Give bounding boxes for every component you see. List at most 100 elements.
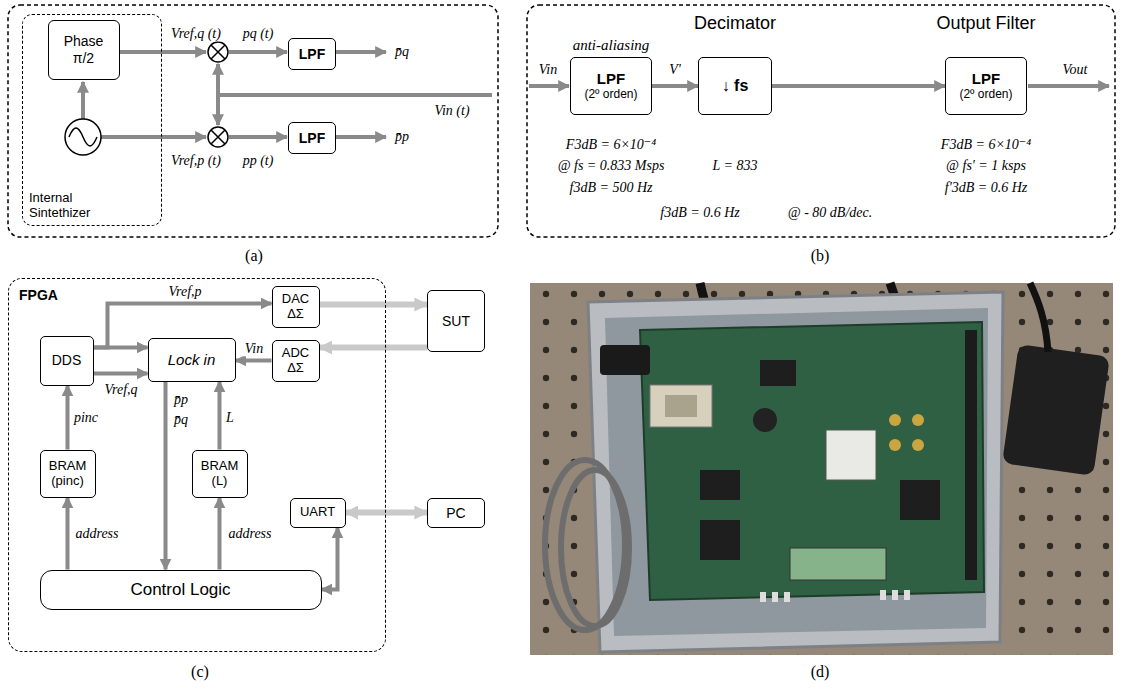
board-photo <box>772 592 778 602</box>
signal-name: address <box>226 526 273 541</box>
parameter: @ fs' = 1 ksps <box>944 158 1028 173</box>
board-photo <box>530 283 1113 655</box>
group-box: Internal Sintethizer Phase π/2 <box>22 14 162 226</box>
process-box: Lock in <box>148 338 236 382</box>
panel-letter: (c) <box>189 663 211 681</box>
interface-box: UART <box>290 498 346 528</box>
multiplier-symbol <box>208 127 228 147</box>
control-box: Control Logic <box>40 570 322 610</box>
connector-arrow <box>652 84 698 88</box>
connector-arrow <box>346 510 428 516</box>
node-text: ↓ fs <box>722 77 749 95</box>
connector-arrow <box>218 382 222 450</box>
connector-arrow <box>66 498 70 570</box>
signal-name: pq (t) <box>241 26 276 41</box>
board-photo <box>826 430 876 480</box>
multiplier-symbol <box>211 45 225 59</box>
process-box: DDS <box>40 336 94 386</box>
memory-box: BRAM (pinc) <box>40 450 96 498</box>
connector-arrow <box>322 528 338 590</box>
signal-wire <box>229 135 287 139</box>
board-photo <box>760 592 766 602</box>
panel-letter: (d) <box>809 663 832 681</box>
converter-box: DAC ΔΣ <box>272 286 320 328</box>
node-text: Control Logic <box>130 580 230 600</box>
filter-box: anti-aliasingLPF(2º orden) <box>570 57 652 115</box>
signal-wire <box>83 52 1109 137</box>
connector-arrow <box>94 372 148 376</box>
signal-name: pp (t) <box>241 153 276 168</box>
node-text: (2º orden) <box>959 88 1012 102</box>
device-box: PC <box>427 498 485 528</box>
signal-wire <box>81 82 85 119</box>
node-text: LPF <box>597 70 625 87</box>
board-photo <box>605 308 988 636</box>
connector-arrow <box>66 386 70 450</box>
board-photo <box>545 460 629 630</box>
node-text: FPGA <box>19 287 58 303</box>
node-heading: Output Filter <box>936 13 1035 34</box>
signal-name: L <box>224 410 236 425</box>
board-photo <box>880 590 886 600</box>
signal-name: Vin <box>243 341 265 356</box>
multiplier-symbol <box>208 42 228 147</box>
parameter: @ - 80 dB/dec. <box>786 205 874 220</box>
signal-wire <box>216 95 220 125</box>
board-photo <box>588 292 1003 652</box>
node-text: BRAM (L) <box>201 459 239 489</box>
multiplier-symbol <box>211 130 225 144</box>
fpga-box: FPGA DAC ΔΣ ADC ΔΣ DDS Lock in BRAM (pinc) BRA… <box>8 278 386 652</box>
node-text: ADC ΔΣ <box>282 346 309 376</box>
signal-wire <box>218 93 492 97</box>
connector-arrow <box>164 382 168 570</box>
converter-box: ADC ΔΣ <box>272 340 320 382</box>
filter-box: Output FilterLPF(2º orden) <box>945 57 1027 115</box>
signal-wire <box>101 135 206 139</box>
node-text: Internal Sintethizer <box>29 191 90 221</box>
panel-frame <box>8 5 498 237</box>
filter-box: LPF <box>288 38 336 70</box>
signal-name: p̄p <box>172 392 190 407</box>
signal-name: Vin <box>537 62 559 77</box>
signal-name: Vref,q <box>102 382 139 397</box>
board-photo <box>530 283 1113 655</box>
board-photo <box>760 360 796 386</box>
connector <box>68 86 946 590</box>
parameter: f3dB = 500 Hz <box>568 180 655 195</box>
board-photo <box>700 470 740 500</box>
board-photo <box>912 414 924 426</box>
signal-wire <box>1028 84 1109 88</box>
multiplier-symbol <box>208 42 228 62</box>
node-text: Phase π/2 <box>64 33 104 65</box>
signal-wire <box>529 84 569 88</box>
parameter: F3dB = 6×10⁻⁴ <box>939 137 1033 152</box>
parameter: @ fs = 0.833 Msps <box>556 158 667 173</box>
connector-arrow <box>94 346 148 350</box>
signal-name: p̄q <box>393 44 411 59</box>
signal-name: Vout <box>1061 62 1090 77</box>
panel-frame <box>8 5 1115 237</box>
board-photo <box>790 548 886 580</box>
board-photo <box>700 520 740 560</box>
node-text: LPF <box>299 46 325 62</box>
signal-name: Vref,q (t) <box>169 26 223 41</box>
node-text: PC <box>446 505 465 521</box>
filter-box: LPF <box>288 122 336 154</box>
board-photo <box>892 590 898 600</box>
board-photo <box>561 470 629 626</box>
panel-letter: (a) <box>243 247 265 265</box>
board-photo <box>889 439 901 451</box>
connector-arrow <box>218 498 222 570</box>
parameter: L = 833 <box>711 158 760 173</box>
connector-arrow <box>320 345 428 351</box>
signal-name: Vin (t) <box>432 103 471 118</box>
board-photo <box>900 480 940 520</box>
node-text: DAC ΔΣ <box>282 292 309 322</box>
signal-name: Vref,p (t) <box>169 153 223 168</box>
node-text: DDS <box>52 352 82 368</box>
panel-letter: (b) <box>809 247 832 265</box>
connector-arrow <box>236 359 272 363</box>
signal-name: V' <box>667 62 683 77</box>
connector-arrow <box>320 302 428 308</box>
signal-name: pinc <box>72 410 100 425</box>
